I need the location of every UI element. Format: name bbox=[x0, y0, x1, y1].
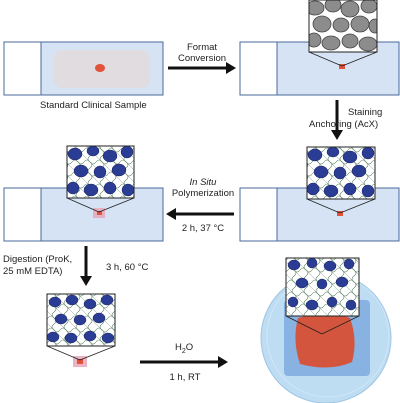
step5-label: H2O bbox=[175, 342, 193, 355]
digested-sample bbox=[73, 356, 87, 367]
step3-label-line3: 2 h, 37 °C bbox=[182, 223, 224, 234]
step1-label-line1: Format bbox=[187, 42, 217, 53]
slide-standard-sample bbox=[3, 41, 164, 96]
step4-label-line1: Digestion (ProK, bbox=[3, 254, 72, 265]
step2-label-line2: Anchoring (AcX) bbox=[309, 119, 378, 130]
step3-label-line1: In Situ bbox=[190, 177, 218, 188]
step5-time: 1 h, RT bbox=[170, 372, 201, 383]
zoom-inset-stained bbox=[306, 146, 376, 214]
zoom-inset-polymerized bbox=[66, 145, 135, 213]
expanded-tissue bbox=[295, 314, 355, 368]
zoom-inset-digested bbox=[46, 293, 116, 361]
arrow-staining-anchoring bbox=[331, 100, 343, 140]
sample-caption: Standard Clinical Sample bbox=[40, 100, 147, 111]
step4-time: 3 h, 60 °C bbox=[106, 262, 148, 273]
zoom-inset-expanded bbox=[285, 257, 360, 335]
step4-label-line2: 25 mM EDTA) bbox=[3, 266, 62, 277]
slide-polymerized bbox=[3, 187, 164, 242]
arrow-digestion bbox=[80, 246, 92, 286]
arrow-format-conversion bbox=[168, 62, 236, 74]
step3-label-line2: Polymerization bbox=[172, 188, 234, 199]
zoom-inset-unstained bbox=[308, 0, 378, 67]
arrow-in-situ-polymerization bbox=[166, 208, 234, 220]
step2-label-line1: Staining bbox=[348, 107, 382, 118]
step1-label-line2: Conversion bbox=[178, 53, 226, 64]
arrow-expansion-water bbox=[140, 356, 228, 368]
tissue-section bbox=[95, 64, 105, 72]
